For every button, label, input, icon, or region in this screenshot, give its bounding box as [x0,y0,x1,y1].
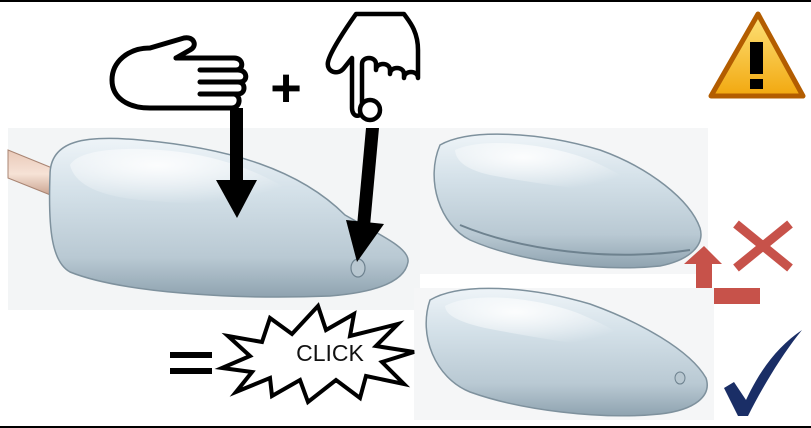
main-device [48,137,409,298]
flat-hand-press-icon [109,35,249,111]
equals-sign-shape [170,352,212,374]
warning-triangle-icon [708,11,806,99]
press-arrow-right [346,128,384,262]
device-incorrect [420,128,708,274]
bottom-rule [0,426,811,428]
click-label: CLICK [296,340,364,366]
device-correct [414,287,714,420]
equals-sign: = [191,379,192,381]
top-rule [0,0,811,2]
click-starburst [214,302,415,406]
plus-sign: + [270,58,302,118]
cross-mark-icon [733,220,793,272]
check-mark-icon [724,330,802,416]
press-arrow-left [216,108,257,218]
release-button [350,258,366,278]
finger-press-icon [325,11,421,123]
